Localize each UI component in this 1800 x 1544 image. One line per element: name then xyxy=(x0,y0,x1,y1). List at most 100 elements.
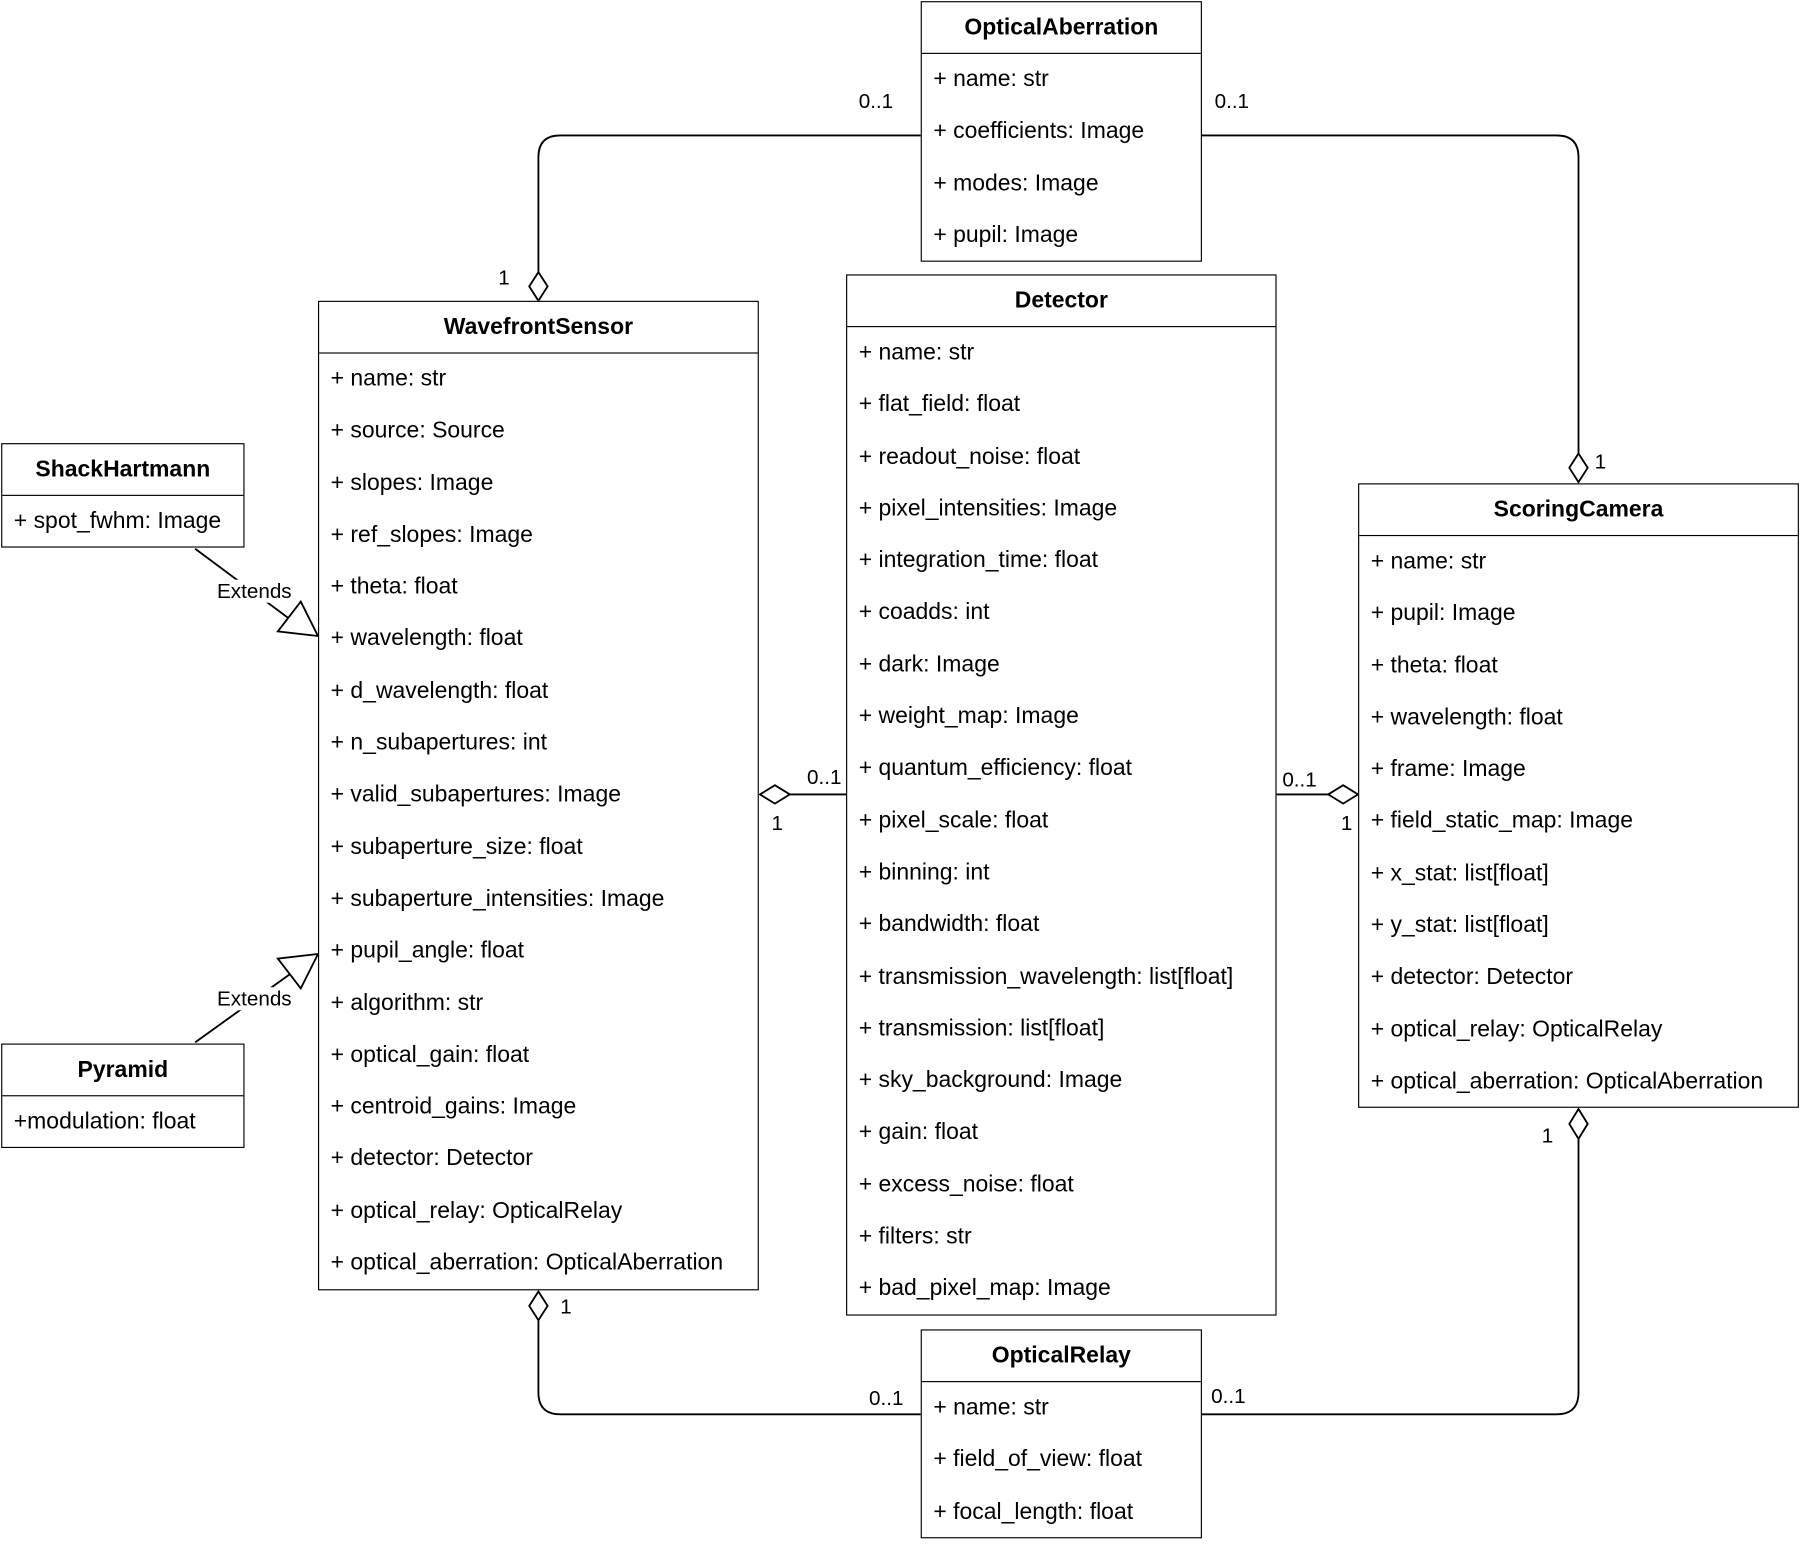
extends-label-shackhartmann: Extends xyxy=(215,579,293,603)
class-attribute: + theta: float xyxy=(1370,652,1498,679)
multiplicity-oa-sc-target: 1 xyxy=(1594,450,1607,473)
class-attribute: + bandwidth: float xyxy=(858,911,1040,938)
class-attribute: + focal_length: float xyxy=(933,1498,1134,1525)
class-name: ShackHartmann xyxy=(2,444,244,496)
class-attribute: + optical_aberration: OpticalAberration xyxy=(1370,1068,1764,1095)
class-attribute: + coefficients: Image xyxy=(933,118,1145,144)
class-attribute: + name: str xyxy=(330,366,447,392)
aggregation-diamond-wfs-right xyxy=(758,784,792,805)
class-attribute: + pixel_scale: float xyxy=(858,807,1049,834)
class-pyramid[interactable]: Pyramid +modulation: float xyxy=(1,1043,245,1148)
multiplicity-oa-sc-source: 0..1 xyxy=(1214,89,1250,113)
multiplicity-det-sc-source: 0..1 xyxy=(1282,768,1317,791)
class-attribute: + source: Source xyxy=(330,418,505,444)
connector-or-sc xyxy=(1200,1138,1580,1416)
multiplicity-oa-wfs-target: 1 xyxy=(498,266,510,290)
class-attribute: + bad_pixel_map: Image xyxy=(858,1275,1111,1302)
class-attribute: + pupil_angle: float xyxy=(330,938,525,964)
class-attribute: + excess_noise: float xyxy=(858,1171,1074,1198)
class-scoring-camera[interactable]: ScoringCamera + name: str+ pupil: Image+… xyxy=(1358,483,1799,1108)
class-detector[interactable]: Detector + name: str+ flat_field: float+… xyxy=(846,274,1277,1316)
class-attribute: + readout_noise: float xyxy=(858,443,1081,470)
class-attribute: + subaperture_intensities: Image xyxy=(330,886,665,912)
class-attribute: + frame: Image xyxy=(1370,756,1526,783)
multiplicity-det-wfs-source: 0..1 xyxy=(807,765,842,789)
class-attribute: + quantum_efficiency: float xyxy=(858,755,1133,782)
class-optical-aberration[interactable]: OpticalAberration + name: str + coefficie… xyxy=(920,1,1202,262)
class-attribute: + gain: float xyxy=(858,1119,979,1146)
class-attribute: + optical_relay: OpticalRelay xyxy=(1370,1016,1663,1043)
class-attribute: + pixel_intensities: Image xyxy=(858,495,1118,522)
generalization-arrow-bottom xyxy=(276,952,320,991)
class-attribute: + optical_relay: OpticalRelay xyxy=(330,1198,623,1224)
attribute-list: +modulation: float xyxy=(2,1096,243,1148)
class-attribute: + spot_fwhm: Image xyxy=(13,508,222,534)
class-attribute: + pupil: Image xyxy=(1370,600,1516,627)
generalization-arrow-top xyxy=(276,599,320,638)
multiplicity-or-wfs-target: 1 xyxy=(560,1294,572,1318)
connector-or-wfs xyxy=(537,1320,921,1416)
multiplicity-oa-wfs-source: 0..1 xyxy=(858,89,894,113)
class-attribute: + valid_subapertures: Image xyxy=(330,782,621,808)
aggregation-diamond-sc-bottom xyxy=(1568,1107,1589,1141)
class-attribute: + sky_background: Image xyxy=(858,1067,1123,1094)
class-attribute: + field_static_map: Image xyxy=(1370,808,1633,835)
class-attribute: + ref_slopes: Image xyxy=(330,522,533,548)
aggregation-diamond-sc-top xyxy=(1568,451,1589,484)
class-attribute: + slopes: Image xyxy=(330,470,494,496)
attribute-list: + spot_fwhm: Image xyxy=(2,496,243,548)
class-name: Pyramid xyxy=(2,1045,244,1097)
class-attribute: +modulation: float xyxy=(13,1108,196,1135)
class-attribute: + field_of_view: float xyxy=(933,1446,1143,1473)
class-attribute: + coadds: int xyxy=(858,599,990,626)
class-attribute: + theta: float xyxy=(330,574,458,600)
connector-oa-wfs xyxy=(537,134,921,273)
class-attribute: + weight_map: Image xyxy=(858,703,1079,730)
connector-oa-sc xyxy=(1200,134,1580,454)
attribute-list: + name: str + field_of_view: float + focal… xyxy=(922,1382,1201,1538)
class-attribute: + transmission: list[float] xyxy=(858,1015,1105,1042)
class-attribute: + integration_time: float xyxy=(858,547,1099,574)
class-attribute: + detector: Detector xyxy=(330,1146,533,1172)
multiplicity-det-wfs-target: 1 xyxy=(771,811,783,835)
class-attribute: + name: str xyxy=(933,1394,1049,1421)
class-attribute: + y_stat: list[float] xyxy=(1370,912,1549,939)
attribute-list: + name: str + pupil: Image + theta: float +… xyxy=(1359,536,1798,1108)
class-name: WavefrontSensor xyxy=(319,302,758,354)
class-shack-hartmann[interactable]: ShackHartmann + spot_fwhm: Image xyxy=(1,443,245,548)
attribute-list: + name: str + source: Source + slopes: Ima… xyxy=(319,354,758,1290)
class-attribute: + name: str xyxy=(933,66,1049,92)
class-attribute: + pupil: Image xyxy=(933,222,1079,248)
class-attribute: + wavelength: float xyxy=(330,626,523,652)
class-attribute: + binning: int xyxy=(858,859,990,886)
class-optical-relay[interactable]: OpticalRelay + name: str + field_of_view:… xyxy=(920,1329,1202,1539)
class-name: OpticalRelay xyxy=(921,1331,1201,1383)
class-attribute: + dark: Image xyxy=(858,651,1000,678)
class-attribute: + transmission_wavelength: list[float] xyxy=(858,963,1234,990)
class-attribute: + filters: str xyxy=(858,1223,972,1250)
class-attribute: + detector: Detector xyxy=(1370,964,1573,991)
class-attribute: + name: str xyxy=(858,339,975,366)
class-name: OpticalAberration xyxy=(921,2,1201,54)
aggregation-diamond-wfs-top xyxy=(528,270,549,303)
class-name: ScoringCamera xyxy=(1359,484,1798,537)
class-attribute: + wavelength: float xyxy=(1370,704,1563,731)
attribute-list: + name: str + coefficients: Image + modes:… xyxy=(922,54,1201,262)
aggregation-diamond-sc-left xyxy=(1326,784,1360,805)
class-attribute: + x_stat: list[float] xyxy=(1370,860,1549,887)
class-attribute: + flat_field: float xyxy=(858,391,1021,418)
class-name: Detector xyxy=(847,276,1276,328)
class-attribute: + optical_aberration: OpticalAberration xyxy=(330,1250,724,1276)
class-attribute: + modes: Image xyxy=(933,170,1099,196)
class-attribute: + subaperture_size: float xyxy=(330,834,583,860)
class-attribute: + name: str xyxy=(1370,548,1487,574)
aggregation-diamond-wfs-bottom xyxy=(528,1289,549,1322)
class-wavefront-sensor[interactable]: WavefrontSensor + name: str + source: Sou… xyxy=(317,300,759,1291)
multiplicity-det-sc-target: 1 xyxy=(1340,811,1353,835)
class-attribute: + d_wavelength: float xyxy=(330,678,549,704)
attribute-list: + name: str + flat_field: float + readout_… xyxy=(847,327,1275,1315)
class-attribute: + centroid_gains: Image xyxy=(330,1094,577,1120)
class-attribute: + n_subapertures: int xyxy=(330,730,547,756)
